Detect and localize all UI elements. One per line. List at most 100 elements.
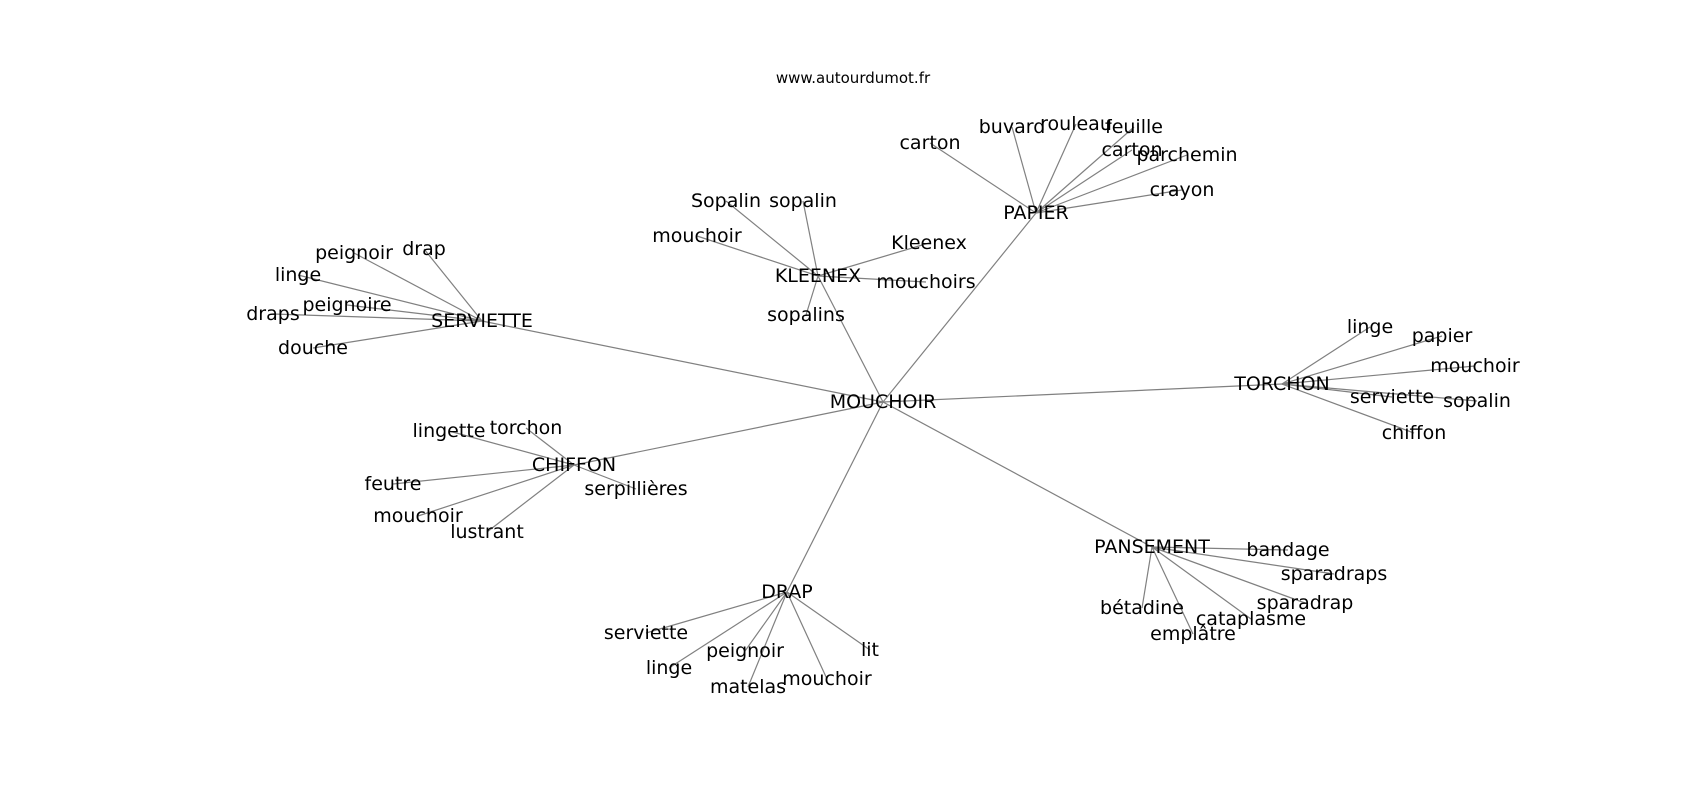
word-node-label: linge	[275, 264, 321, 286]
edge-hub-word	[786, 591, 828, 680]
word-node-label: lustrant	[450, 521, 524, 543]
word-node-label: serviette	[604, 622, 688, 644]
edge-center-hub	[882, 401, 1153, 548]
edge-hub-word	[1035, 126, 1135, 214]
edge-center-hub	[817, 275, 884, 403]
site-credit: www.autourdumot.fr	[776, 69, 931, 87]
edge-hub-word	[448, 430, 575, 466]
edge-center-hub	[882, 212, 1037, 403]
edge-hub-word	[696, 235, 819, 277]
edge-hub-word	[929, 142, 1037, 214]
word-node-label: bandage	[1246, 539, 1329, 561]
edge-hub-word	[802, 200, 819, 277]
word-node-label: carton	[1101, 139, 1162, 161]
edge-hub-word	[817, 242, 930, 277]
word-node-label: rouleau	[1040, 113, 1112, 135]
edge-hub-word	[423, 248, 483, 322]
word-node-label: drap	[402, 238, 446, 260]
hub-node-label: PANSEMENT	[1094, 536, 1210, 558]
word-node-label: sparadraps	[1281, 563, 1388, 585]
edge-hub-word	[1281, 365, 1476, 385]
edge-hub-word	[645, 591, 788, 634]
edge-hub-word	[1281, 326, 1371, 385]
word-node-label: draps	[246, 303, 299, 325]
edge-hub-word	[1151, 546, 1194, 635]
word-node-label: emplâtre	[1150, 623, 1236, 645]
edge-hub-word	[786, 591, 871, 651]
word-node-label: papier	[1412, 325, 1473, 347]
edge-center-hub	[481, 320, 884, 403]
word-node-label: feutre	[365, 473, 422, 495]
word-node-label: linge	[646, 657, 692, 679]
edge-hub-word	[744, 591, 788, 652]
edge-hub-word	[1035, 149, 1133, 214]
hub-node-label: SERVIETTE	[431, 310, 533, 332]
word-node-label: chiffon	[1382, 422, 1447, 444]
word-node-label: bétadine	[1100, 597, 1184, 619]
edge-hub-word	[1151, 546, 1289, 551]
edge-hub-word	[1035, 123, 1077, 214]
word-node-label: matelas	[710, 676, 786, 698]
center-node-label: MOUCHOIR	[830, 391, 937, 413]
edge-hub-word	[392, 464, 575, 485]
edge-hub-word	[1035, 154, 1188, 214]
edge-hub-word	[417, 464, 575, 517]
edge-hub-word	[486, 464, 575, 533]
word-node-label: carton	[899, 132, 960, 154]
edge-hub-word	[1035, 189, 1183, 214]
word-node-label: mouchoir	[782, 668, 872, 690]
edge-hub-word	[525, 427, 575, 466]
word-node-label: peignoir	[315, 242, 393, 264]
word-node-label: peignoir	[706, 640, 784, 662]
word-node-label: mouchoir	[652, 225, 742, 247]
word-node-label: feuille	[1105, 116, 1163, 138]
word-node-label: torchon	[490, 417, 563, 439]
edge-hub-word	[1281, 383, 1415, 434]
word-node-label: sopalins	[767, 304, 845, 326]
labels: MOUCHOIR PAPIER carton buvardrouleaufeuille…	[246, 113, 1520, 698]
edge-hub-word	[1151, 546, 1252, 620]
word-node-label: mouchoirs	[876, 271, 975, 293]
hub-node-label: PAPIER	[1003, 202, 1069, 224]
word-node-label: crayon	[1150, 179, 1215, 201]
edge-hub-word	[312, 320, 483, 349]
hub-node-label: DRAP	[761, 581, 813, 603]
word-node-label: serpillières	[584, 478, 687, 500]
edge-hub-word	[817, 275, 927, 283]
word-node-label: buvard	[979, 116, 1046, 138]
edge-hub-word	[747, 591, 788, 688]
word-node-label: mouchoir	[373, 505, 463, 527]
edge-hub-word	[725, 200, 819, 277]
edge-center-hub	[786, 401, 884, 593]
word-node-label: douche	[278, 337, 348, 359]
edge-center-hub	[882, 383, 1283, 403]
edges	[272, 123, 1478, 688]
word-node-label: sopalin	[1443, 390, 1511, 412]
word-node-label: lit	[861, 639, 879, 661]
edge-hub-word	[346, 304, 483, 322]
hub-node-label: KLEENEX	[775, 265, 861, 287]
word-node-label: Sopalin	[691, 190, 761, 212]
edge-hub-word	[1281, 383, 1478, 402]
hub-node-label: TORCHON	[1233, 373, 1330, 395]
word-node-label: parchemin	[1136, 144, 1237, 166]
word-node-label: sopalin	[769, 190, 837, 212]
edge-hub-word	[1151, 546, 1335, 575]
edge-hub-word	[1151, 546, 1306, 604]
edge-hub-word	[573, 464, 637, 490]
word-node-label: serviette	[1350, 386, 1434, 408]
edge-hub-word	[1011, 126, 1037, 214]
edge-hub-word	[297, 274, 483, 322]
word-node-label: linge	[1347, 316, 1393, 338]
word-node-label: peignoire	[302, 294, 391, 316]
edge-center-hub	[573, 401, 884, 466]
edge-hub-word	[1141, 546, 1153, 609]
edge-hub-word	[668, 591, 788, 669]
edge-hub-word	[1281, 335, 1443, 385]
word-node-label: sparadrap	[1257, 592, 1354, 614]
word-node-label: Kleenex	[891, 232, 967, 254]
word-node-label: cataplasme	[1196, 608, 1306, 630]
hub-node-label: CHIFFON	[532, 454, 616, 476]
edge-hub-word	[805, 275, 819, 316]
